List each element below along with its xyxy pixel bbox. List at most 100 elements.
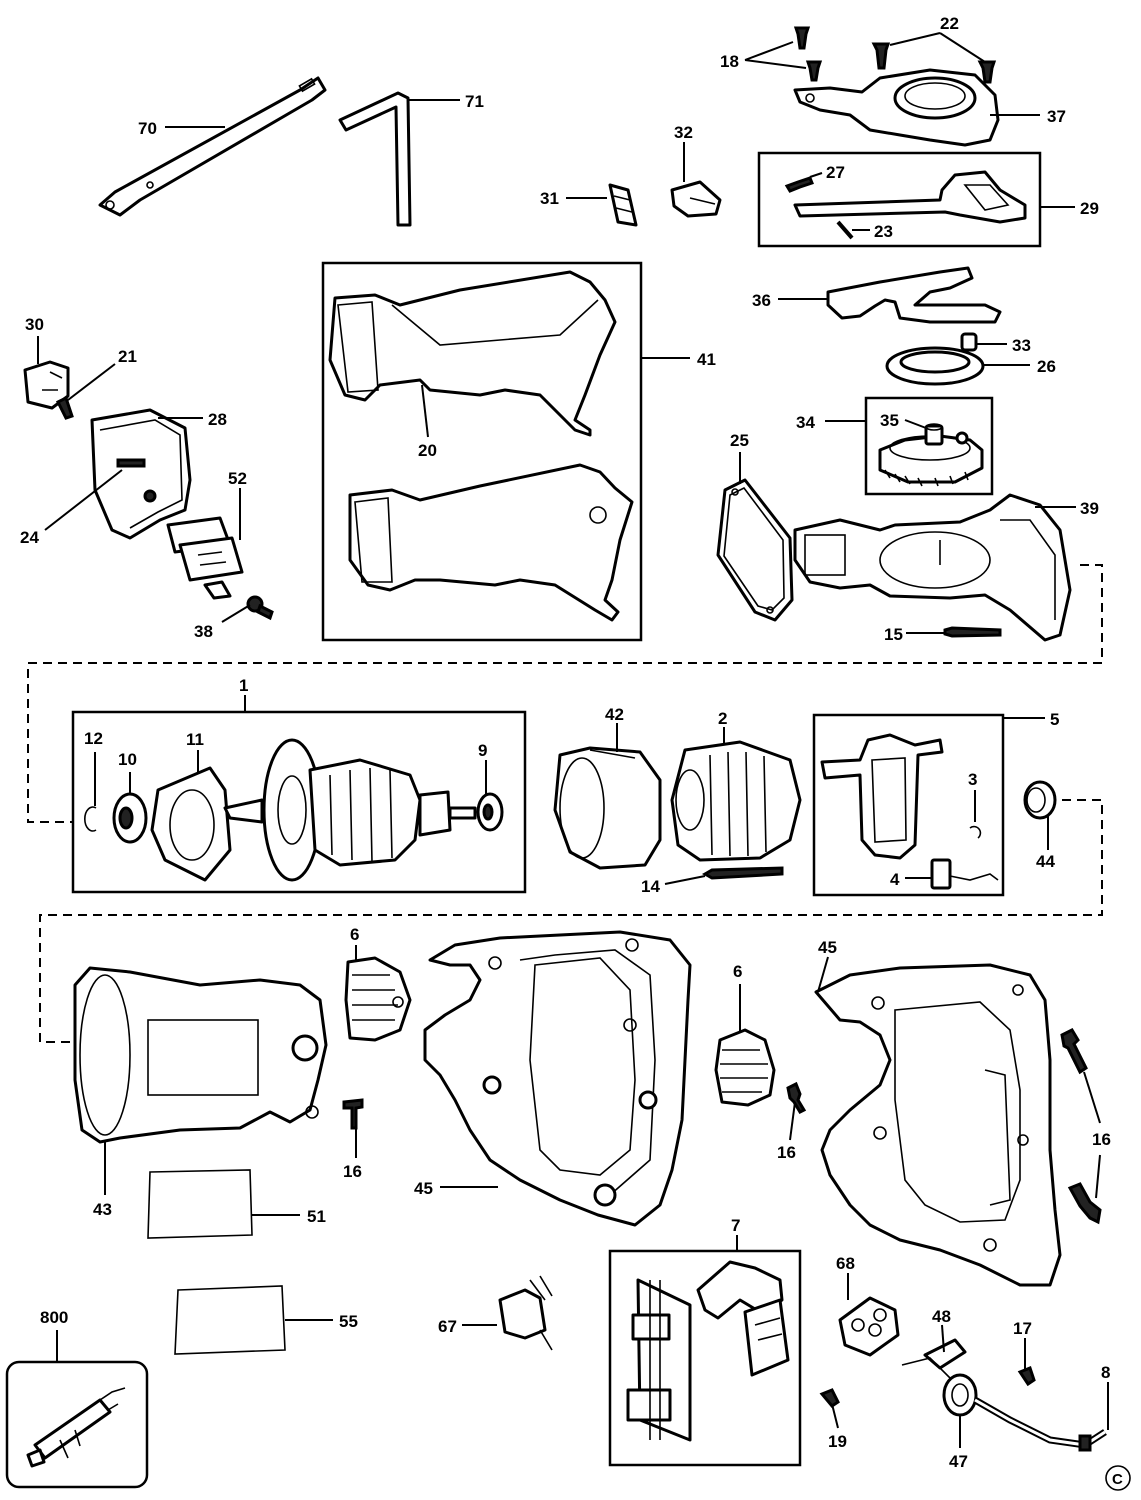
label-16b: 16 <box>777 1143 796 1162</box>
label-70: 70 <box>138 119 157 138</box>
label-35: 35 <box>880 411 899 430</box>
part-35-bearing <box>924 423 944 446</box>
part-10-bearing <box>112 792 148 844</box>
part-800-grease-tube <box>26 1387 126 1468</box>
part-42-housing-ring <box>553 746 662 870</box>
part-45-housing-right <box>814 963 1062 1287</box>
part-16-screw-mid <box>786 1081 807 1114</box>
label-30: 30 <box>25 315 44 334</box>
label-29: 29 <box>1080 199 1099 218</box>
group-box-5 <box>812 713 1005 897</box>
label-23: 23 <box>874 222 893 241</box>
label-6a: 6 <box>350 925 359 944</box>
part-16-screw-left <box>342 1098 364 1130</box>
part-28-boot <box>90 408 192 540</box>
label-26: 26 <box>1037 357 1056 376</box>
part-37-gear-cover <box>793 68 1000 147</box>
label-45b: 45 <box>818 938 837 957</box>
part-43-motor-housing <box>73 966 328 1144</box>
label-15: 15 <box>884 625 903 644</box>
label-16a: 16 <box>343 1162 362 1181</box>
part-4-brush <box>930 858 999 890</box>
group-box-7 <box>608 1249 802 1467</box>
part-20-handle-top <box>328 270 617 437</box>
leader-16c-a <box>1083 1071 1101 1124</box>
part-30-cap <box>23 360 70 410</box>
part-71-hex-key <box>338 91 412 227</box>
label-9: 9 <box>478 741 487 760</box>
part-12-ring <box>84 806 97 832</box>
label-12: 12 <box>84 729 103 748</box>
label-45a: 45 <box>414 1179 433 1198</box>
label-41: 41 <box>697 350 716 369</box>
part-25-gasket <box>716 478 794 622</box>
part-29-plunger <box>793 170 1027 224</box>
label-19: 19 <box>828 1432 847 1451</box>
group-box-41 <box>321 261 643 642</box>
label-48: 48 <box>932 1307 951 1326</box>
part-52-plates <box>166 516 244 600</box>
label-4: 4 <box>890 870 900 889</box>
label-52: 52 <box>228 469 247 488</box>
leader-38 <box>221 604 251 623</box>
part-45-housing-left <box>423 930 692 1227</box>
part-44-bushing <box>1023 780 1057 820</box>
leader-18a <box>744 41 794 61</box>
part-33-pin <box>960 332 978 352</box>
label-6b: 6 <box>733 962 742 981</box>
part-47-cord-guard <box>942 1373 978 1417</box>
label-31: 31 <box>540 189 559 208</box>
part-39-gear-housing <box>793 493 1072 642</box>
label-10: 10 <box>118 750 137 769</box>
leader-14 <box>664 875 706 885</box>
part-21-screw <box>55 395 74 420</box>
leader-48 <box>941 1324 945 1353</box>
part-68-connector <box>838 1296 900 1357</box>
part-51-label <box>147 1169 253 1239</box>
group-box-29 <box>757 151 1042 248</box>
label-44: 44 <box>1036 852 1055 871</box>
connector-line-upper <box>27 564 1103 823</box>
leader-16b <box>789 1101 796 1141</box>
leader-19 <box>831 1403 839 1429</box>
part-9-bearing <box>476 792 504 832</box>
part-20-handle-bottom <box>348 463 634 622</box>
label-21: 21 <box>118 347 137 366</box>
part-6-vent-right <box>714 1028 776 1107</box>
label-3: 3 <box>968 770 977 789</box>
part-6-vent-left <box>344 956 412 1042</box>
part-11-baffle <box>150 766 232 882</box>
label-2: 2 <box>718 709 727 728</box>
part-38-screw <box>246 595 274 621</box>
label-8: 8 <box>1101 1363 1110 1382</box>
part-5-brush-holder <box>820 733 944 860</box>
leader-16c-b <box>1095 1154 1101 1199</box>
part-8-power-cord <box>973 1396 1107 1452</box>
part-70-wrench <box>98 76 327 217</box>
copyright-mark: C <box>1112 1471 1123 1488</box>
part-2-field-coil <box>670 740 802 862</box>
label-55: 55 <box>339 1312 358 1331</box>
part-23-pin <box>836 220 854 240</box>
part-55-label <box>174 1285 286 1355</box>
leader-21 <box>67 363 116 401</box>
label-36: 36 <box>752 291 771 310</box>
part-32-block <box>670 180 722 218</box>
label-27: 27 <box>826 163 845 182</box>
group-box-1 <box>71 710 527 894</box>
part-15-screw <box>943 626 1002 638</box>
leader-18b <box>744 59 807 69</box>
part-26-ring <box>885 346 985 386</box>
label-5: 5 <box>1050 710 1059 729</box>
label-16c: 16 <box>1092 1130 1111 1149</box>
label-25: 25 <box>730 431 749 450</box>
label-7: 7 <box>731 1216 740 1235</box>
label-39: 39 <box>1080 499 1099 518</box>
connector-line-lower <box>39 799 1103 1043</box>
label-1: 1 <box>239 676 248 695</box>
label-34: 34 <box>796 413 815 432</box>
label-51: 51 <box>307 1207 326 1226</box>
label-71: 71 <box>465 92 484 111</box>
leader-22b <box>939 32 986 63</box>
